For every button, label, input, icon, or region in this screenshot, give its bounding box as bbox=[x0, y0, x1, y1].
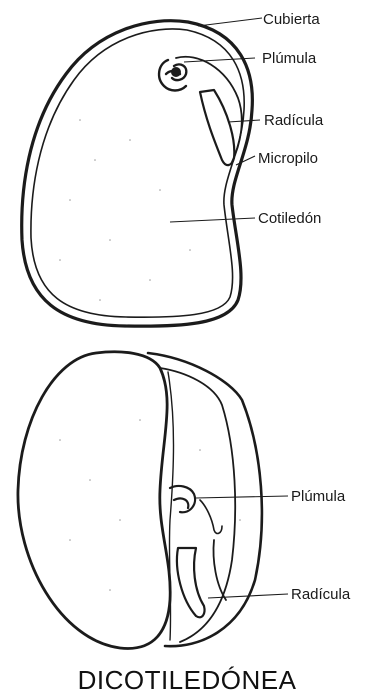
top-seed-section bbox=[22, 21, 253, 327]
bottom-seed-open bbox=[18, 352, 262, 649]
label-cotiledon: Cotiledón bbox=[258, 210, 321, 227]
radicle-bottom bbox=[177, 548, 205, 617]
label-cubierta: Cubierta bbox=[263, 11, 320, 28]
radicle-shape bbox=[200, 90, 234, 165]
top-stipple bbox=[59, 119, 191, 301]
bottom-leader-lines bbox=[196, 496, 288, 598]
label-plumula-bottom: Plúmula bbox=[291, 488, 346, 505]
label-plumula-top: Plúmula bbox=[262, 50, 317, 67]
plumule-dot bbox=[171, 67, 181, 77]
plumule-sheath bbox=[200, 500, 222, 533]
label-micropilo: Micropilo bbox=[258, 150, 318, 167]
left-cotyledon bbox=[18, 352, 170, 649]
label-radicula-top: Radícula bbox=[264, 112, 324, 129]
seed-coat-inner bbox=[31, 29, 244, 317]
right-cotyledon bbox=[148, 353, 262, 646]
plumule-bottom bbox=[170, 486, 195, 512]
caption-title: DICOTILEDÓNEA bbox=[78, 665, 297, 695]
seed-coat-outer bbox=[22, 21, 253, 327]
label-radicula-bottom: Radícula bbox=[291, 586, 351, 603]
top-leader-lines bbox=[170, 18, 262, 222]
